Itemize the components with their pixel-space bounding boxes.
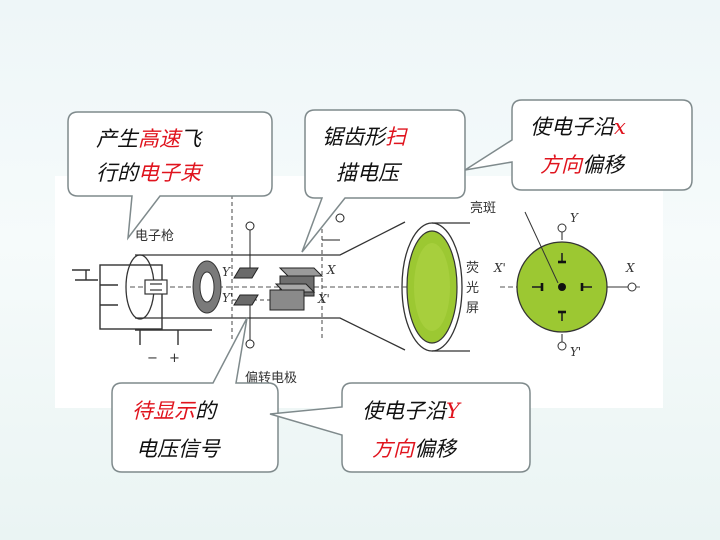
label-plus: + (169, 351, 180, 366)
callout-sweep-line1-run-1: 扫 (385, 125, 408, 149)
callout-beam: 产生高速飞 行的电子束 (67, 111, 273, 241)
callout-sweep-line2: 描电压 (336, 161, 403, 185)
callout-beam-line2-run-1: 电子束 (138, 161, 204, 185)
callout-signal-line2: 电压信号 (136, 437, 221, 461)
callout-x-shift-line1-run-1: x (614, 115, 626, 139)
callout-beam-line1-run-0: 产生 (96, 127, 140, 151)
y-plates (233, 221, 259, 349)
label-bright-spot: 亮斑 (470, 200, 496, 216)
label-screen-x-prime: X' (493, 261, 506, 275)
label-y-plate: Y (222, 265, 231, 279)
callout-y-shift-line2-run-0: 方向 (372, 437, 416, 461)
label-screen-y-prime: Y' (570, 345, 581, 359)
callout-signal-line1: 待显示的 (132, 399, 219, 423)
callout-beam-line1-run-2: 飞 (180, 127, 204, 151)
callout-x-shift-line2-run-1: 偏移 (582, 153, 626, 177)
callout-y-shift-line1-run-0: 使电子沿 (362, 399, 448, 423)
callout-x-shift: 使电子沿x 方向偏移 (464, 99, 693, 191)
callout-y-shift-line2: 方向偏移 (372, 437, 458, 461)
callout-x-shift-line1: 使电子沿x (530, 115, 626, 139)
callout-y-shift-line1-run-1: Y (446, 399, 462, 423)
callout-signal-line1-run-1: 的 (195, 399, 219, 423)
callout-x-shift-line1-run-0: 使电子沿 (530, 115, 616, 139)
label-y-plate-prime: Y' (222, 291, 233, 305)
callout-sweep-line2-run-0: 描电压 (336, 161, 403, 185)
screen-inner (414, 243, 450, 331)
callout-y-shift-line1: 使电子沿Y (362, 399, 462, 423)
callout-y-shift: 使电子沿Y 方向偏移 (269, 382, 531, 473)
callout-beam-line2: 行的电子束 (96, 161, 204, 185)
callout-x-shift-line2: 方向偏移 (540, 153, 626, 177)
callout-signal-line2-run-0: 电压信号 (136, 437, 221, 461)
cathode (144, 279, 168, 295)
callout-signal-line1-run-0: 待显示 (132, 399, 197, 423)
callout-sweep-line1: 锯齿形扫 (322, 125, 408, 149)
callout-beam-line1: 产生高速飞 (96, 127, 204, 151)
label-minus: − (147, 351, 158, 366)
callout-beam-line1-run-1: 高速 (138, 127, 183, 151)
label-screen-x: X (625, 261, 635, 275)
callout-sweep-line1-run-0: 锯齿形 (322, 125, 388, 149)
callout-x-shift-line2-run-0: 方向 (540, 153, 584, 177)
x-plates (269, 213, 345, 311)
label-x-plate: X (326, 263, 336, 277)
power-supply (72, 264, 212, 345)
label-x-plate-prime: X' (317, 292, 330, 306)
callout-beam-line2-run-0: 行的 (96, 161, 141, 185)
callout-y-shift-line2-run-1: 偏移 (414, 437, 458, 461)
label-screen-1: 荧 (466, 261, 479, 276)
label-electron-gun: 电子枪 (135, 228, 174, 244)
label-screen-3: 屏 (466, 301, 479, 316)
label-screen-2: 光 (466, 281, 479, 296)
anode-ring (192, 260, 222, 314)
callout-sweep: 锯齿形扫 描电压 (301, 109, 466, 253)
callout-signal: 待显示的 电压信号 (111, 317, 279, 473)
label-screen-y: Y (570, 211, 579, 225)
bright-spot (558, 283, 566, 291)
screen-front-view (516, 211, 637, 351)
